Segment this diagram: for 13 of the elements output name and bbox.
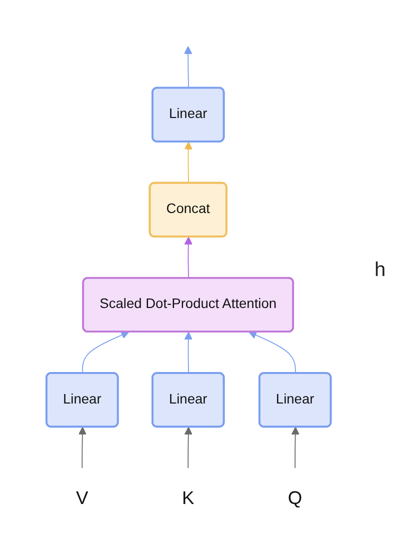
arrow [184, 331, 193, 374]
arrow [292, 426, 300, 468]
node-text: Q [288, 488, 303, 508]
arrow [184, 236, 193, 278]
arrow [184, 46, 193, 88]
arrow [184, 141, 193, 184]
stack-count-label: h [374, 259, 387, 282]
node-text: V [76, 488, 89, 508]
arrow [82, 330, 130, 374]
arrow [78, 426, 87, 468]
node-text: K [182, 488, 195, 508]
arrow [184, 426, 193, 468]
arrow [249, 330, 296, 374]
